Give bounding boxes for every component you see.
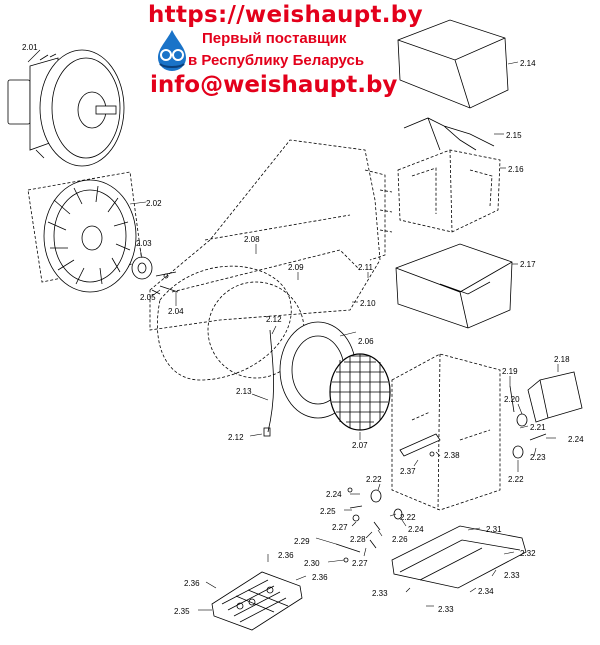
grid-disc-part	[329, 353, 391, 431]
fan-wheel-part	[27, 171, 143, 293]
header-tagline-1: Первый поставщик	[202, 30, 347, 47]
hub-part	[131, 256, 179, 295]
label-2-37: 2.37	[400, 467, 416, 476]
linkage-parts	[335, 487, 403, 563]
cover-part	[397, 19, 509, 109]
label-2-11: 2.11	[358, 263, 374, 272]
floor-plate-part	[391, 525, 527, 589]
label-2-29: 2.29	[294, 537, 310, 546]
shaft-parts	[509, 385, 547, 459]
label-2-06: 2.06	[358, 337, 374, 346]
label-2-13: 2.13	[236, 387, 252, 396]
label-2-20: 2.20	[504, 395, 520, 404]
water-drop-logo-icon	[158, 30, 186, 71]
header-email-link[interactable]: info@weishaupt.by	[150, 72, 398, 98]
motor-part	[7, 49, 125, 167]
label-2-19: 2.19	[502, 367, 518, 376]
label-2-17: 2.17	[520, 260, 536, 269]
label-2-01: 2.01	[22, 43, 38, 52]
label-2-27-upper: 2.27	[332, 523, 348, 532]
label-2-36-left: 2.36	[184, 579, 200, 588]
label-2-15: 2.15	[506, 131, 522, 140]
label-2-16: 2.16	[508, 165, 524, 174]
grille-part	[211, 571, 303, 631]
label-2-36-right: 2.36	[312, 573, 328, 582]
label-2-22-low: 2.22	[400, 513, 416, 522]
burner-housing	[149, 139, 393, 381]
cable-part	[263, 329, 274, 437]
label-2-07: 2.07	[352, 441, 368, 450]
label-2-34: 2.34	[478, 587, 494, 596]
label-2-24-left: 2.24	[326, 490, 342, 499]
label-2-38: 2.38	[444, 451, 460, 460]
header-tagline-2: в Республику Беларусь	[188, 52, 365, 69]
label-2-27-lower: 2.27	[352, 559, 368, 568]
label-2-08: 2.08	[244, 235, 260, 244]
label-2-26: 2.26	[392, 535, 408, 544]
label-2-24-mid: 2.24	[408, 525, 424, 534]
label-2-22-right: 2.22	[508, 475, 524, 484]
label-2-14: 2.14	[520, 59, 536, 68]
label-2-33-right: 2.33	[504, 571, 520, 580]
shell-part	[395, 243, 513, 329]
label-2-23: 2.23	[530, 453, 546, 462]
header-url-link[interactable]: https://weishaupt.by	[148, 2, 423, 28]
label-2-21: 2.21	[530, 423, 546, 432]
label-2-30: 2.30	[304, 559, 320, 568]
label-2-32: 2.32	[520, 549, 536, 558]
label-2-05: 2.05	[140, 293, 156, 302]
insulation-part	[397, 149, 501, 233]
label-2-33-low: 2.33	[438, 605, 454, 614]
label-2-12-lower: 2.12	[228, 433, 244, 442]
label-2-36-top: 2.36	[278, 551, 294, 560]
label-2-28: 2.28	[350, 535, 366, 544]
leader-lines	[27, 49, 559, 611]
watermark-header: https://weishaupt.by Первый поставщик в …	[0, 0, 600, 100]
label-2-31: 2.31	[486, 525, 502, 534]
label-2-02: 2.02	[146, 199, 162, 208]
label-2-22-mid: 2.22	[366, 475, 382, 484]
label-2-04: 2.04	[168, 307, 184, 316]
label-2-12-upper: 2.12	[266, 315, 282, 324]
part-labels: 2.01 2.02 2.03 2.04 2.05 2.06 2.07 2.08 …	[22, 43, 584, 616]
label-2-03: 2.03	[136, 239, 152, 248]
lever-part	[399, 433, 441, 457]
label-2-25: 2.25	[320, 507, 336, 516]
label-2-24-right: 2.24	[568, 435, 584, 444]
label-2-10: 2.10	[360, 299, 376, 308]
air-box-housing	[391, 353, 501, 511]
bracket-part	[403, 117, 495, 151]
servomotor-part	[527, 371, 583, 423]
label-2-33-left: 2.33	[372, 589, 388, 598]
label-2-18: 2.18	[554, 355, 570, 364]
label-2-09: 2.09	[288, 263, 304, 272]
label-2-35: 2.35	[174, 607, 190, 616]
